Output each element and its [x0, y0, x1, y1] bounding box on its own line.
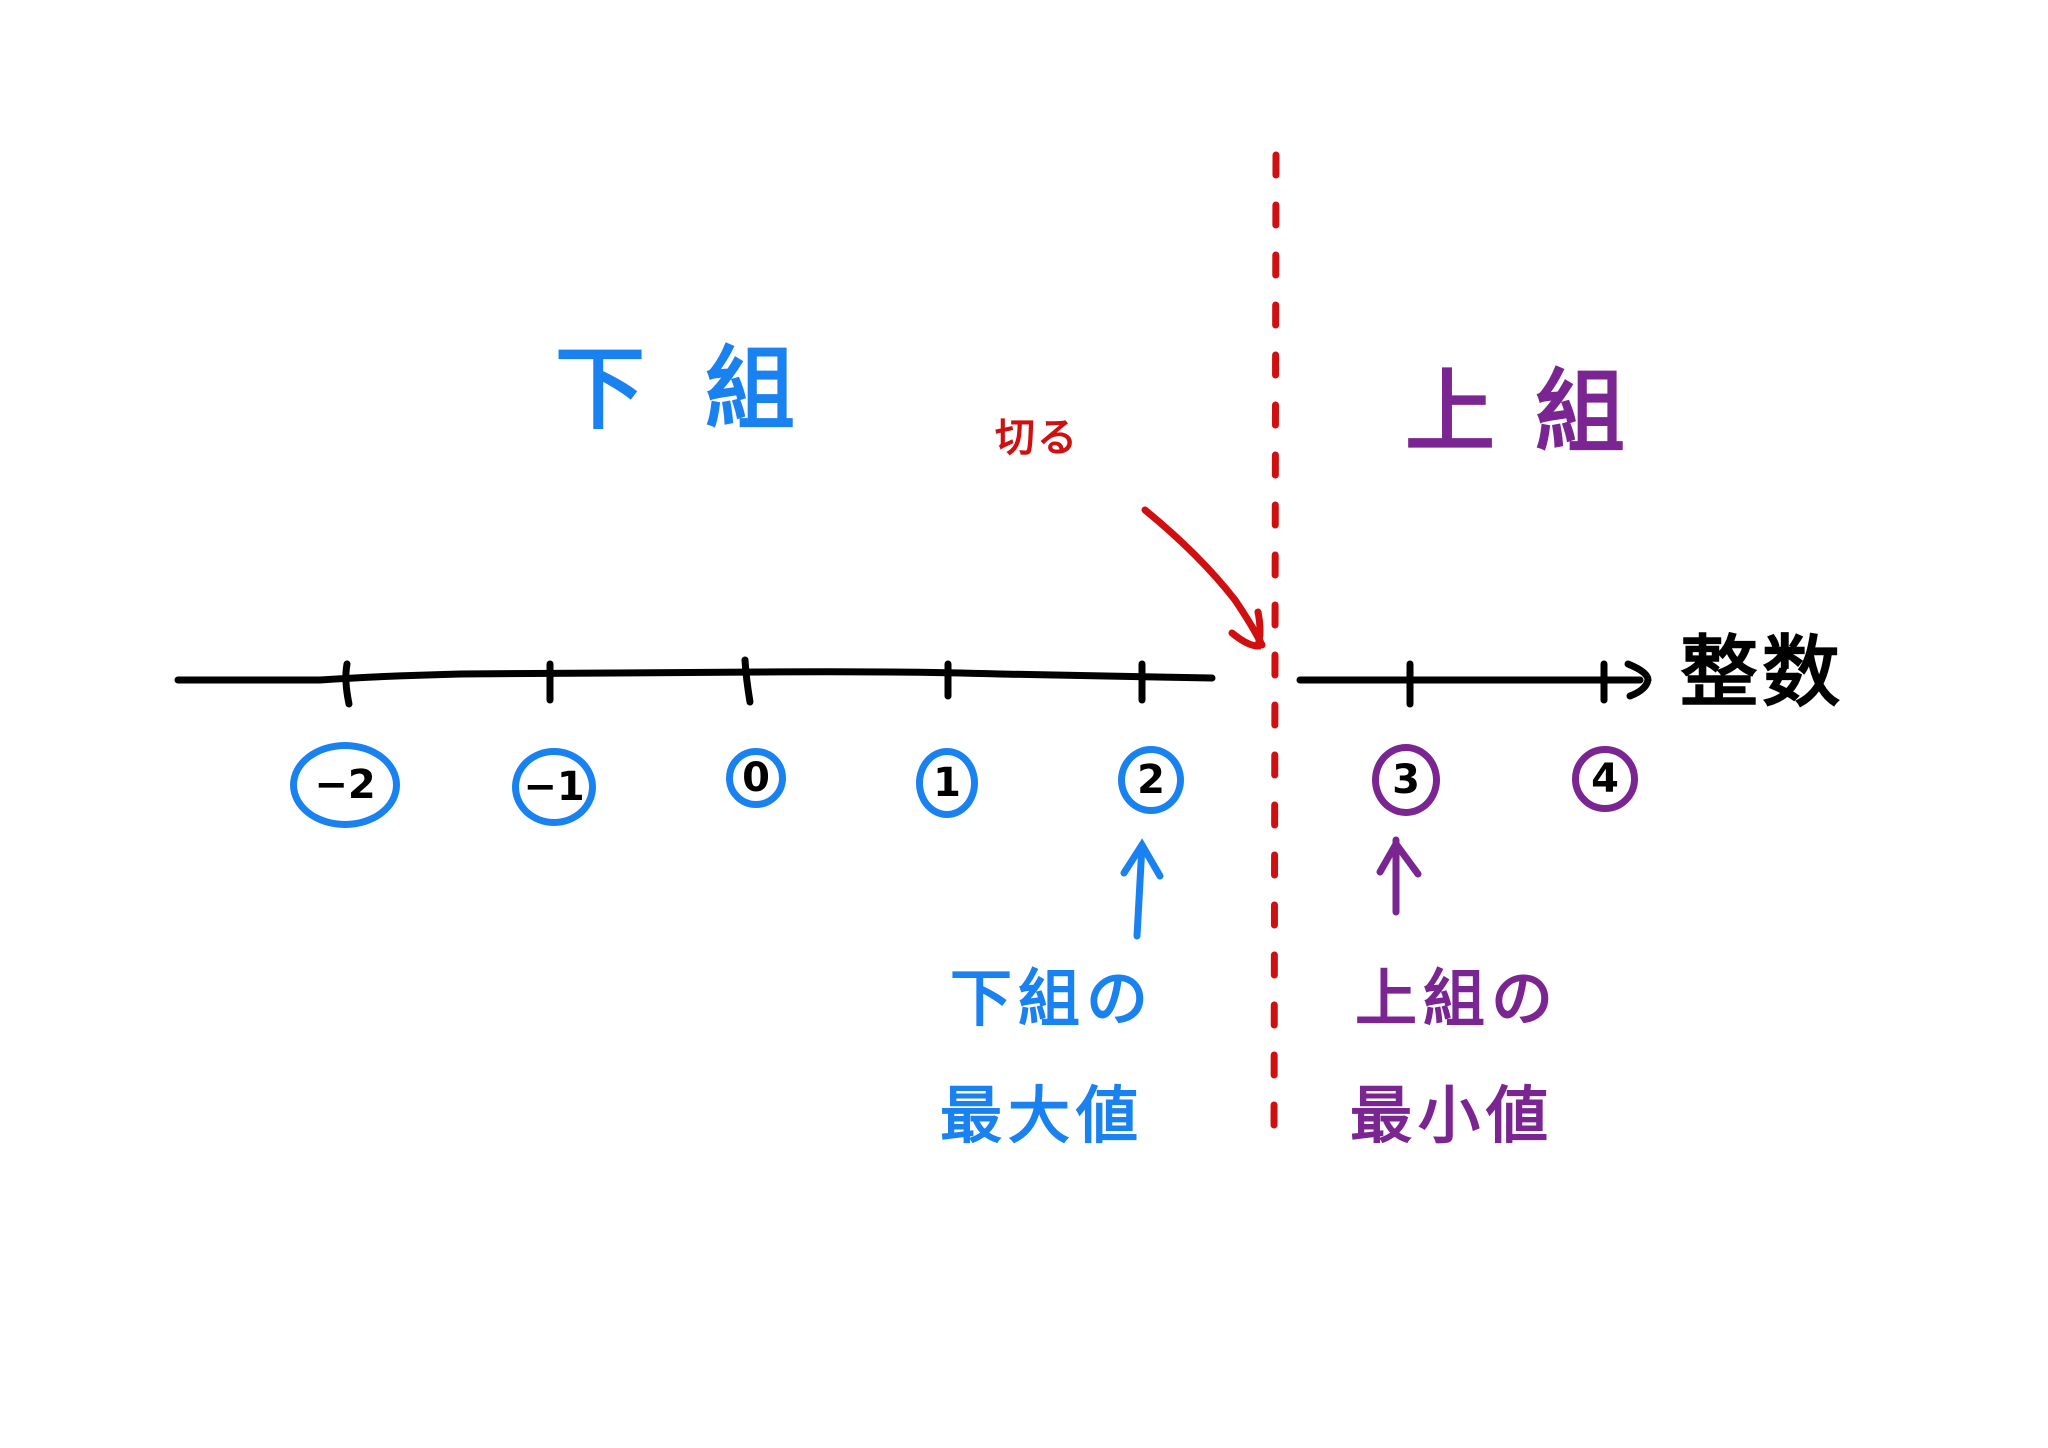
- number-line-right: [1296, 660, 1652, 708]
- cut-arrow-icon: [1141, 506, 1266, 650]
- tick-minus-2: [342, 660, 353, 708]
- lower-max-caption-line1: 下組の: [950, 962, 1155, 1035]
- cut-label: 切る: [995, 415, 1079, 461]
- lower-max-arrow-icon: [1120, 838, 1164, 940]
- lower-max-caption-line2: 最大値: [940, 1079, 1145, 1152]
- upper-min-arrow-icon: [1376, 836, 1422, 916]
- tick-0: [741, 656, 754, 706]
- upper-min-caption-line2: 最小値: [1350, 1079, 1555, 1152]
- circled-number-2: 2: [1118, 746, 1184, 814]
- circled-number-1: 1: [916, 748, 978, 818]
- upper-min-caption-line1: 上組の: [1355, 962, 1560, 1035]
- cut-dashed-line: [1270, 151, 1280, 1144]
- circled-number-minus-1: −1: [512, 748, 596, 826]
- circled-number-minus-2: −2: [290, 742, 400, 828]
- arrow-head-icon: [1624, 660, 1652, 700]
- circled-number-3: 3: [1372, 744, 1440, 816]
- upper-group-title: 上組: [1405, 360, 1665, 465]
- circled-number-4: 4: [1572, 746, 1638, 812]
- axis-label: 整数: [1680, 628, 1845, 718]
- circled-number-0: 0: [726, 748, 786, 808]
- number-line-left: [174, 656, 1216, 708]
- lower-group-title: 下組: [555, 337, 855, 442]
